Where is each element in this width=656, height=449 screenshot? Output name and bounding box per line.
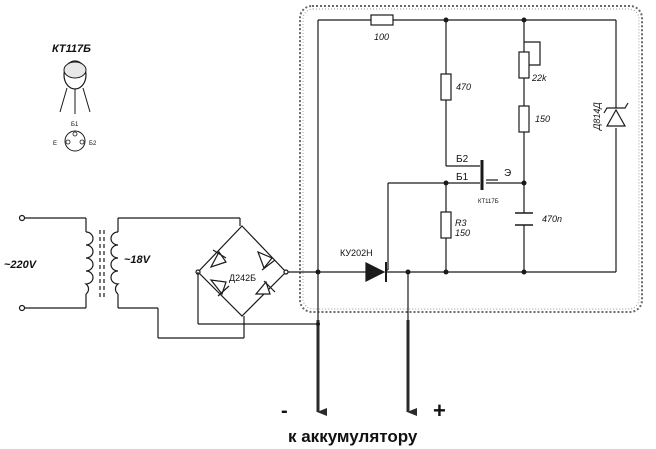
potentiometer-22k-label: 22k	[531, 73, 547, 83]
resistor-470	[440, 73, 452, 101]
transistor-inset: КТ117Б Б1 Е Б2	[52, 43, 97, 152]
capacitor-470n	[515, 212, 533, 226]
mains-label: ~220V	[4, 259, 38, 271]
ujt-label: КТ117Б	[478, 199, 499, 205]
transformer	[18, 214, 120, 312]
zener-label: Д814Д	[592, 102, 602, 131]
minus-label: -	[281, 400, 288, 422]
secondary-wiring	[118, 217, 245, 339]
pin-label-b1: Б1	[71, 122, 79, 128]
resistor-150-label: 150	[535, 114, 550, 124]
battery-caption: к аккумулятору	[288, 427, 418, 446]
bridge-label: Д242Б	[229, 273, 256, 283]
resistor-150	[518, 105, 530, 133]
r3-value-label: 150	[455, 228, 470, 238]
capacitor-label: 470n	[542, 214, 562, 224]
resistor-470-label: 470	[456, 82, 471, 92]
potentiometer-22k	[518, 51, 530, 79]
pin-label-b2: Б2	[89, 141, 97, 147]
main-wiring	[317, 19, 617, 410]
resistor-100	[370, 14, 394, 26]
inset-title: КТ117Б	[52, 43, 91, 55]
pin-label-e: Е	[53, 141, 57, 147]
zener-diode	[603, 102, 629, 127]
diode-bridge	[195, 225, 318, 325]
b2-label: Б2	[456, 154, 469, 165]
thyristor	[365, 262, 388, 282]
b1-label: Б1	[456, 172, 469, 183]
secondary-label: ~18V	[124, 254, 152, 266]
ujt-transistor	[480, 160, 498, 190]
thyristor-label: КУ202Н	[340, 248, 373, 258]
emitter-label: Э	[504, 168, 511, 179]
resistor-r3	[440, 211, 452, 239]
resistor-100-label: 100	[374, 32, 389, 42]
r3-name-label: R3	[455, 218, 467, 228]
junctions	[315, 17, 527, 326]
board-frame-inner	[302, 8, 640, 310]
board-frame	[299, 5, 643, 313]
plus-label: +	[433, 398, 446, 423]
